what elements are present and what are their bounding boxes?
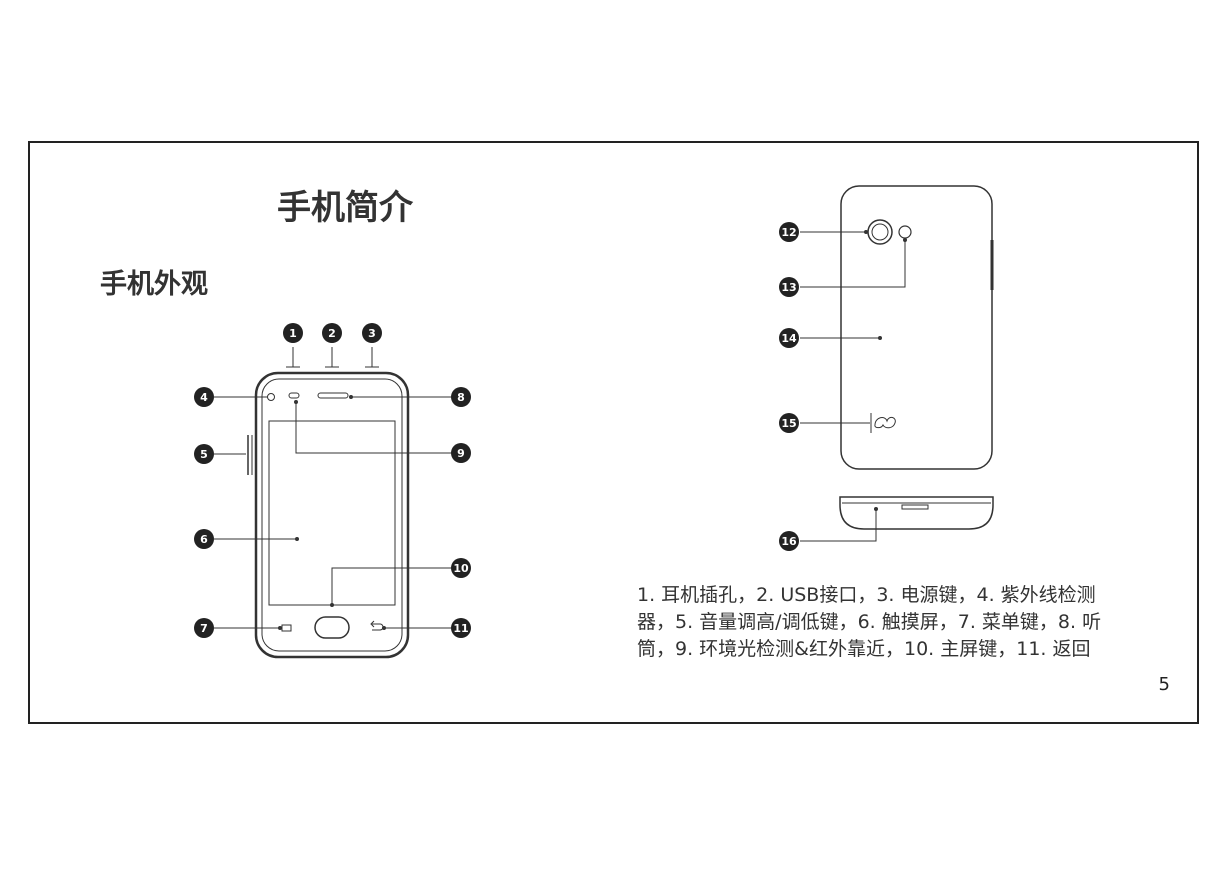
phone-bottom-view [839,496,994,530]
back-key-icon [370,620,384,631]
light-sensor-slot [288,392,300,399]
earpiece-slot [317,392,349,399]
callout-3: 3 [362,323,382,343]
callout-8: 8 [451,387,471,407]
svg-text:2: 2 [328,327,336,340]
section-title: 手机外观 [100,269,208,300]
back-leader-lines [800,231,906,542]
bottom-edge-outline [839,496,994,530]
callout-12: 12 [779,222,799,242]
svg-text:11: 11 [453,622,468,635]
callout-2: 2 [322,323,342,343]
svg-text:16: 16 [781,535,797,548]
description-line: 1. 耳机插孔，2. USB接口，3. 电源键，4. 紫外线检测 [637,584,1096,606]
back-leader-dots [864,230,907,511]
svg-text:14: 14 [781,332,797,345]
phone-front-inner [261,378,403,652]
callout-10: 10 [451,558,471,578]
page-number: 5 [1158,674,1170,695]
home-button-shape [314,616,350,639]
svg-text:1: 1 [289,327,297,340]
phone-front-view [247,371,410,659]
callout-11: 11 [451,618,471,638]
component-description: 1. 耳机插孔，2. USB接口，3. 电源键，4. 紫外线检测 器，5. 音量… [637,582,1142,663]
page-title: 手机简介 [277,188,413,228]
callout-9: 9 [451,443,471,463]
callout-1: 1 [283,323,303,343]
svg-text:7: 7 [200,622,208,635]
callout-6: 6 [194,529,214,549]
phone-back-view [840,185,994,470]
callout-13: 13 [779,277,799,297]
callout-4: 4 [194,387,214,407]
callout-15: 15 [779,413,799,433]
brand-logo-mark [874,416,896,429]
svg-text:4: 4 [200,391,208,404]
page-frame [28,141,1199,724]
svg-text:6: 6 [200,533,208,546]
svg-text:5: 5 [200,448,208,461]
phone-front-outer [254,371,410,659]
svg-text:8: 8 [457,391,465,404]
rear-camera-lens [871,223,889,241]
description-line: 器，5. 音量调高/调低键，6. 触摸屏，7. 菜单键，8. 听 [637,611,1102,633]
usb-port-shape [901,504,929,510]
svg-text:9: 9 [457,447,465,460]
callout-5: 5 [194,444,214,464]
svg-text:3: 3 [368,327,376,340]
callout-7: 7 [194,618,214,638]
rear-flash-ring [898,225,912,239]
description-line: 筒，9. 环境光检测&红外靠近，10. 主屏键，11. 返回 [637,638,1091,660]
phone-back-outer [840,185,993,470]
front-leader-dots [278,395,386,630]
svg-text:10: 10 [453,562,469,575]
svg-text:15: 15 [781,417,796,430]
callout-14: 14 [779,328,799,348]
svg-text:13: 13 [781,281,796,294]
uv-sensor-dot [267,393,275,401]
svg-text:12: 12 [781,226,796,239]
callout-16: 16 [779,531,799,551]
front-leader-lines [214,347,452,629]
menu-key-icon [281,624,292,632]
